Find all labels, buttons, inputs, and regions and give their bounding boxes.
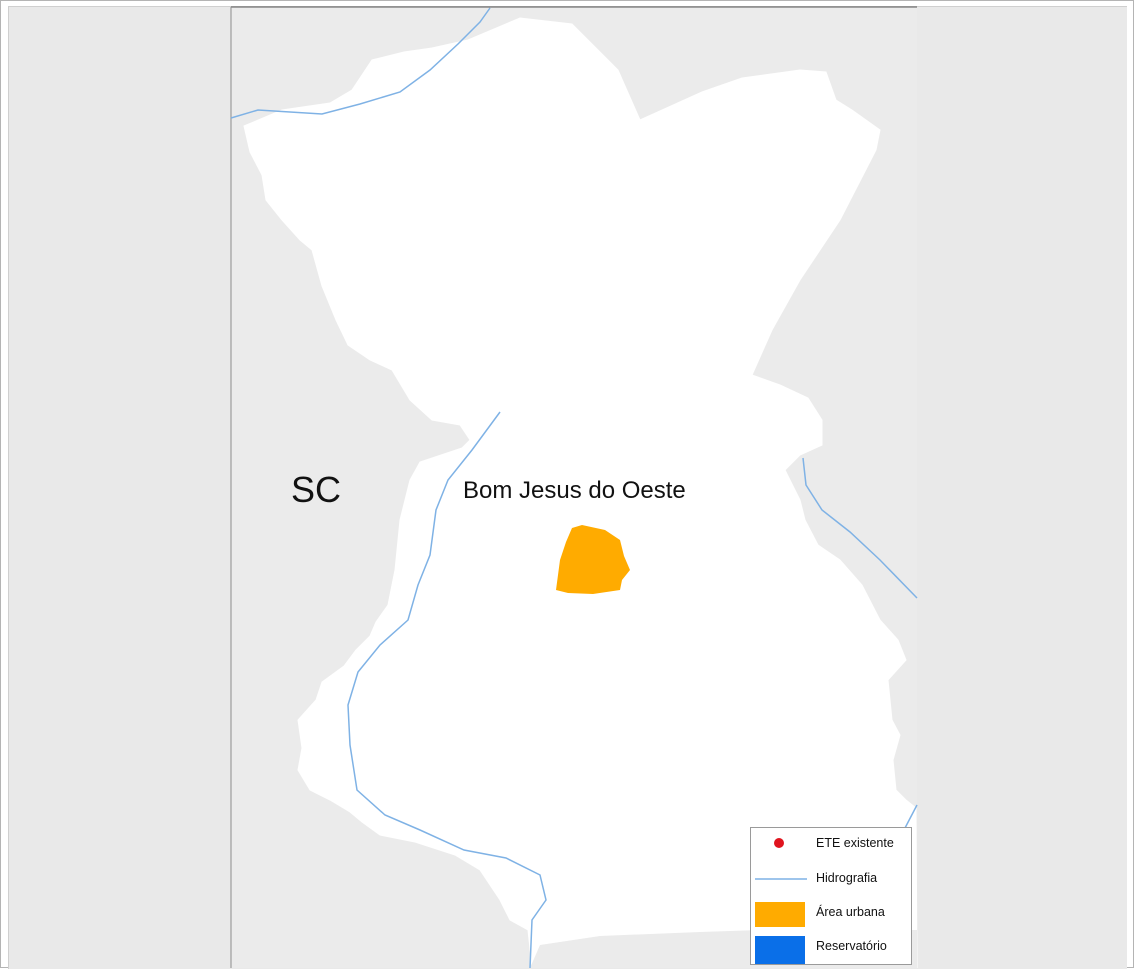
legend-label-area-urbana: Área urbana [816,905,885,919]
urban-area-patch-icon [755,896,807,930]
legend-label-ete: ETE existente [816,836,894,850]
municipality-label: Bom Jesus do Oeste [463,477,686,504]
river-line-icon [755,862,807,896]
legend-item-area-urbana: Área urbana [751,896,911,930]
river-east [802,457,918,599]
river-main [347,411,547,968]
river-southeast [904,804,918,829]
legend-item-reservatorio: Reservatório [751,930,911,964]
legend-item-ete: ETE existente [751,828,911,862]
legend-item-hidrografia: Hidrografia [751,862,911,896]
legend-label-hidrografia: Hidrografia [816,871,878,885]
legend-label-reservatorio: Reservatório [816,939,887,953]
map-legend: ETE existente Hidrografia Área urbana Re… [750,827,912,965]
state-label: SC [291,469,341,510]
ete-dot-icon [755,828,807,862]
reservoir-patch-icon [755,930,807,964]
river-north [230,7,491,119]
urban-area [556,525,630,594]
